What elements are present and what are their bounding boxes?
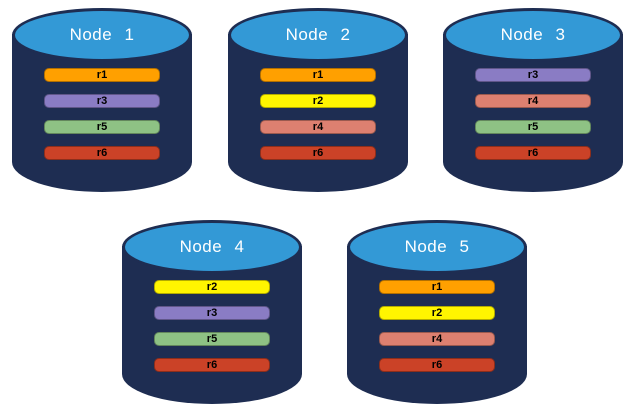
node-title: Node 4: [179, 237, 245, 256]
replica-bar-r3: r3: [44, 94, 160, 108]
replica-bar-r1: r1: [260, 68, 376, 82]
replica-bar-r2: r2: [260, 94, 376, 108]
cylinder-top: Node 3: [443, 8, 623, 62]
replica-label: r3: [527, 68, 539, 81]
replica-bar-r4: r4: [260, 120, 376, 134]
node-cylinder-3: Node 3 r3 r4 r5 r6: [443, 8, 623, 192]
replica-label: r2: [206, 280, 218, 293]
replica-bar-r6: r6: [379, 358, 495, 372]
replica-bar-r1: r1: [379, 280, 495, 294]
node-cylinder-1: Node 1 r1 r3 r5 r6: [12, 8, 192, 192]
replica-label: r4: [431, 332, 443, 345]
replica-bar-r3: r3: [154, 306, 270, 320]
cylinder-top: Node 1: [12, 8, 192, 62]
replica-bar-r1: r1: [44, 68, 160, 82]
cylinder-top: Node 4: [122, 220, 302, 274]
replica-list: r3 r4 r5 r6: [443, 68, 623, 160]
replica-bar-r5: r5: [475, 120, 591, 134]
replica-bar-r6: r6: [475, 146, 591, 160]
node-title: Node 5: [404, 237, 470, 256]
replica-label: r1: [431, 280, 443, 293]
replica-label: r6: [96, 146, 108, 159]
replica-label: r2: [431, 306, 443, 319]
replica-label: r2: [312, 94, 324, 107]
replica-label: r4: [312, 120, 324, 133]
replica-bar-r5: r5: [154, 332, 270, 346]
node-cylinder-5: Node 5 r1 r2 r4 r6: [347, 220, 527, 404]
node-cylinder-4: Node 4 r2 r3 r5 r6: [122, 220, 302, 404]
replica-label: r3: [206, 306, 218, 319]
replica-label: r3: [96, 94, 108, 107]
replica-label: r1: [96, 68, 108, 81]
replica-bar-r6: r6: [260, 146, 376, 160]
replica-label: r1: [312, 68, 324, 81]
replica-bar-r3: r3: [475, 68, 591, 82]
replica-bar-r4: r4: [379, 332, 495, 346]
replica-label: r6: [527, 146, 539, 159]
replica-label: r5: [206, 332, 218, 345]
replica-label: r6: [312, 146, 324, 159]
replica-bar-r2: r2: [154, 280, 270, 294]
node-title: Node 2: [285, 25, 351, 44]
replica-label: r5: [527, 120, 539, 133]
replica-label: r5: [96, 120, 108, 133]
replica-bar-r6: r6: [154, 358, 270, 372]
node-title: Node 1: [69, 25, 135, 44]
cylinder-top: Node 5: [347, 220, 527, 274]
replica-list: r1 r2 r4 r6: [347, 280, 527, 372]
replica-bar-r2: r2: [379, 306, 495, 320]
replica-label: r4: [527, 94, 539, 107]
replica-bar-r5: r5: [44, 120, 160, 134]
replica-list: r1 r2 r4 r6: [228, 68, 408, 160]
replica-bar-r4: r4: [475, 94, 591, 108]
replica-label: r6: [431, 358, 443, 371]
node-title: Node 3: [500, 25, 566, 44]
node-cylinder-2: Node 2 r1 r2 r4 r6: [228, 8, 408, 192]
replica-list: r1 r3 r5 r6: [12, 68, 192, 160]
replica-list: r2 r3 r5 r6: [122, 280, 302, 372]
replica-bar-r6: r6: [44, 146, 160, 160]
cylinder-top: Node 2: [228, 8, 408, 62]
replica-label: r6: [206, 358, 218, 371]
